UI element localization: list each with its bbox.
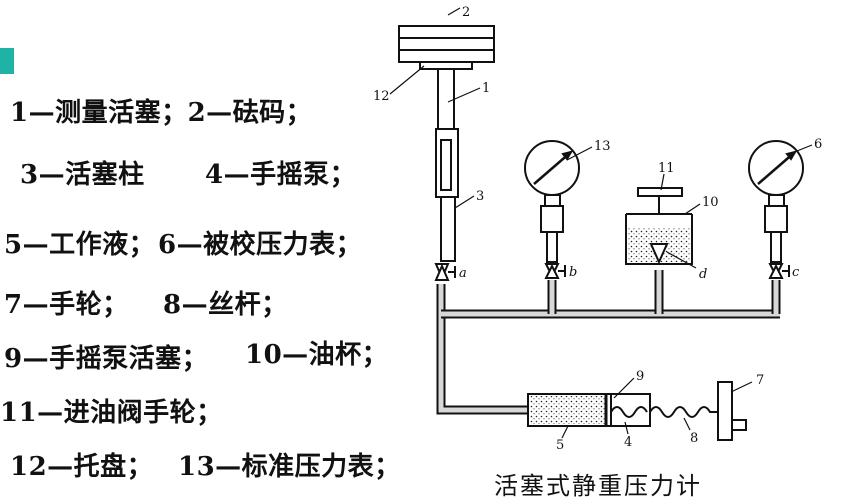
label-12: 12 [373,89,390,104]
legend-line-2a: 3—活塞柱 [20,160,145,190]
label-6: 6 [814,137,822,152]
legend-line-7b: 13—标准压力表； [178,452,401,482]
legend-line-3b: 6—被校压力表； [158,230,363,260]
valve-d [649,243,669,265]
side-tab-marker [0,48,14,74]
diagram-caption: 活塞式静重压力计 [494,472,702,500]
label-b: b [569,265,577,280]
label-8: 8 [690,431,698,446]
legend-line-5b: 10—油杯； [245,340,389,370]
working-fluid [530,396,606,424]
legend-line-1: 1—测量活塞；2—砝码； [10,98,313,128]
label-11: 11 [658,161,675,176]
legend-line-7a: 12—托盘； [10,452,154,482]
label-10: 10 [702,195,719,210]
handwheel [717,381,733,441]
label-a: a [459,266,467,281]
legend-line-5a: 9—手摇泵活塞； [4,344,209,374]
label-7: 7 [756,373,764,388]
inlet-valve-handwheel [637,187,683,197]
label-2: 2 [462,5,470,20]
weights-stack [398,25,495,63]
label-c: c [792,265,800,280]
label-9: 9 [636,369,644,384]
label-1: 1 [482,81,490,96]
legend-line-4b: 8—丝杆； [163,290,288,320]
lead-screw [649,406,722,418]
measuring-piston [437,68,455,130]
tray [419,61,473,70]
legend-line-3a: 5—工作液； [4,230,156,260]
legend-line-2b: 4—手摇泵； [205,160,357,190]
legend-line-4a: 7—手轮； [4,290,129,320]
label-4: 4 [624,435,632,450]
label-5: 5 [556,438,564,453]
label-13: 13 [594,139,611,154]
label-d: d [699,267,707,282]
label-3: 3 [476,189,484,204]
legend-line-6: 11—进油阀手轮； [0,398,223,428]
